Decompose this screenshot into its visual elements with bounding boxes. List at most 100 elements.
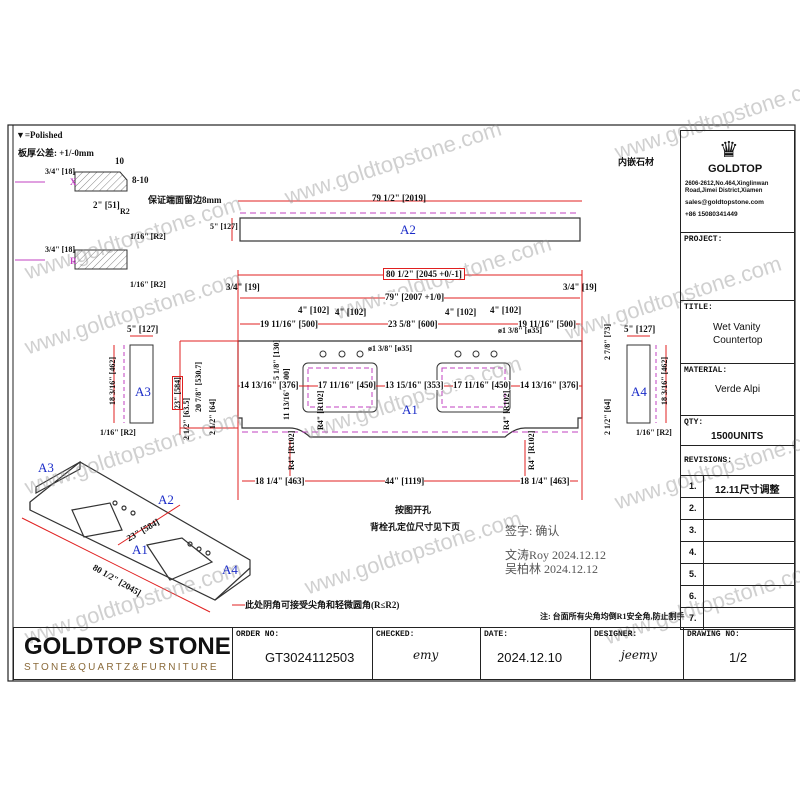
revision-text: 12.11尺寸调整 (715, 485, 780, 496)
order-label: ORDER NO: (236, 630, 280, 639)
total-length-dim: 80 1/2" [2045 +0/-1] (383, 268, 465, 280)
revision-divider (703, 476, 704, 497)
hole-diameter-dim: ø1 3/8" [ø35] (498, 326, 542, 335)
left-edge-dim: 14 13/16" [376] (240, 380, 299, 390)
a3-sidesplash (113, 335, 154, 424)
right-step-dim: 2 1/2" [64] (603, 399, 612, 435)
brand-tagline: STONE&QUARTZ&FURNITURE (24, 662, 219, 673)
hole-spacing-dim: 4" [102] (445, 307, 477, 317)
revision-divider (703, 542, 704, 563)
corner-radius-dim: R4" [R102] (502, 390, 511, 430)
corner-radius-dim: R4" [R102] (287, 430, 296, 470)
iso-label-a2: A2 (158, 492, 174, 507)
edge-profile-x (15, 171, 128, 192)
order-number: GT3024112503 (265, 650, 355, 665)
sink-width-dim: 17 11/16" [450] (318, 380, 376, 390)
title-cell: TITLE: Wet Vanity Countertop (680, 300, 795, 364)
revision-row: 1. 12.11尺寸调整 (680, 475, 795, 498)
sink-center-dim: 23 5/8" [600] (388, 319, 438, 329)
title-label: TITLE: (684, 303, 713, 312)
isometric-view (21, 460, 251, 613)
revision-divider (703, 520, 704, 541)
revision-row: 3. (680, 519, 795, 542)
revision-number: 2. (689, 503, 697, 513)
revision-divider (703, 498, 704, 519)
revision-row: 6. (680, 585, 795, 608)
radius-r-top: 1/16" [R2] (130, 232, 166, 241)
radius-x: R2 (120, 207, 130, 216)
drawing-no-label: DRAWING NO: (687, 630, 740, 639)
right-edge-dim: 14 13/16" [376] (520, 380, 579, 390)
backsplash-note: 背栓孔定位尺寸见下页 (370, 522, 461, 532)
qty-label: QTY: (684, 418, 704, 427)
right-center-dim: 19 11/16" [500] (518, 319, 576, 329)
thickness-x: 3/4" [18] (45, 167, 75, 176)
a4-height-dim: 18 3/16" [462] (660, 357, 669, 405)
hole-spacing-dim: 4" [102] (335, 307, 367, 317)
date-cell: DATE: 2024.12.10 (480, 627, 591, 680)
revision-number: 1. (689, 481, 697, 491)
company-phone: +86 15080341449 (685, 211, 738, 218)
sink-width-dim: 17 11/16" [450] (453, 380, 511, 390)
bottom-left-dim: 18 1/4" [463] (255, 476, 305, 486)
company-address: 2606-2612,No.464,Xinglinwan Road,Jimei D… (685, 181, 769, 194)
qty-value: 1500UNITS (711, 431, 764, 442)
tolerance-note: 板厚公差: +1/-0mm (18, 148, 94, 158)
depth-inner-dim: 20 7/8" [530.7] (194, 362, 203, 412)
safety-note: 注: 台面所有尖角均倒R1安全角,防止割手 (540, 612, 685, 621)
revisions-label: REVISIONS: (684, 456, 733, 465)
bottom-right-dim: 18 1/4" [463] (520, 476, 570, 486)
revision-number: 7. (689, 613, 697, 623)
project-cell: PROJECT: (680, 232, 795, 301)
revision-row: 2. (680, 497, 795, 520)
revision-number: 3. (689, 525, 697, 535)
polished-legend: ▼=Polished (16, 130, 63, 140)
sign-confirm: 签字: 确认 (505, 524, 560, 538)
revision-divider (703, 608, 704, 629)
revision-row: 4. (680, 541, 795, 564)
revisions-header: REVISIONS: (680, 445, 795, 476)
designer-signature: jeemy (621, 648, 658, 662)
overhang-left-dim: 3/4" [19] (226, 282, 260, 292)
a3-width-dim: 5" [127] (127, 324, 159, 334)
project-label: PROJECT: (684, 235, 723, 244)
a4-radius-dim: 1/16" [R2] (636, 428, 672, 437)
part-label-a3: A3 (135, 384, 151, 399)
material-value: Verde Alpi (715, 384, 761, 395)
cutout-note: 按图开孔 (395, 505, 432, 515)
inset-note: 内嵌石材 (618, 157, 655, 167)
overhang-right-dim: 3/4" [19] (563, 282, 597, 292)
iso-label-a3: A3 (38, 460, 54, 475)
left-step-dim: 2 1/2" [64] (208, 399, 217, 435)
sink-depth-dim: 11 13/16" [300] (282, 368, 291, 420)
designer-label: DESIGNER: (594, 630, 638, 639)
qty-cell: QTY: 1500UNITS (680, 415, 795, 446)
edge-profile-r (15, 249, 128, 270)
a4-sidesplash (626, 335, 667, 424)
checked-cell: CHECKED: emy (372, 627, 481, 680)
logo-text: GOLDTOP (708, 163, 763, 175)
revision-divider (703, 564, 704, 585)
corner-note: 此处阴角可接受尖角和轻微圆角(R≤R2) (245, 600, 400, 610)
hole-spacing-dim: 4" [102] (490, 305, 522, 315)
crown-logo-icon: ♛ (719, 137, 739, 162)
company-email: sales@goldtopstone.com (685, 199, 764, 206)
hole-offset-dim: 5 1/8" [130] (272, 340, 281, 380)
notch-dim: 2 1/2" [63.5] (182, 398, 191, 440)
chamfer-height: 8-10 (132, 175, 149, 185)
signature-2: 吴柏林 2024.12.12 (505, 562, 599, 576)
checked-signature: emy (413, 648, 439, 662)
revision-number: 6. (689, 591, 697, 601)
revision-row: 5. (680, 563, 795, 586)
a4-width-dim: 5" [127] (624, 324, 656, 334)
corner-radius-dim: R4" [R102] (527, 430, 536, 470)
designer-cell: DESIGNER: jeemy (590, 627, 684, 680)
revision-number: 4. (689, 547, 697, 557)
edge-r-label: R (70, 256, 77, 266)
left-center-dim: 19 11/16" [500] (260, 319, 318, 329)
a3-height-dim: 18 3/16" [462] (108, 357, 117, 405)
between-sinks-dim: 13 15/16" [353] (385, 380, 444, 390)
revision-number: 5. (689, 569, 697, 579)
inner-length-dim: 79" [2007 +1/0] (385, 292, 445, 302)
edge-x-label: X (70, 177, 77, 187)
